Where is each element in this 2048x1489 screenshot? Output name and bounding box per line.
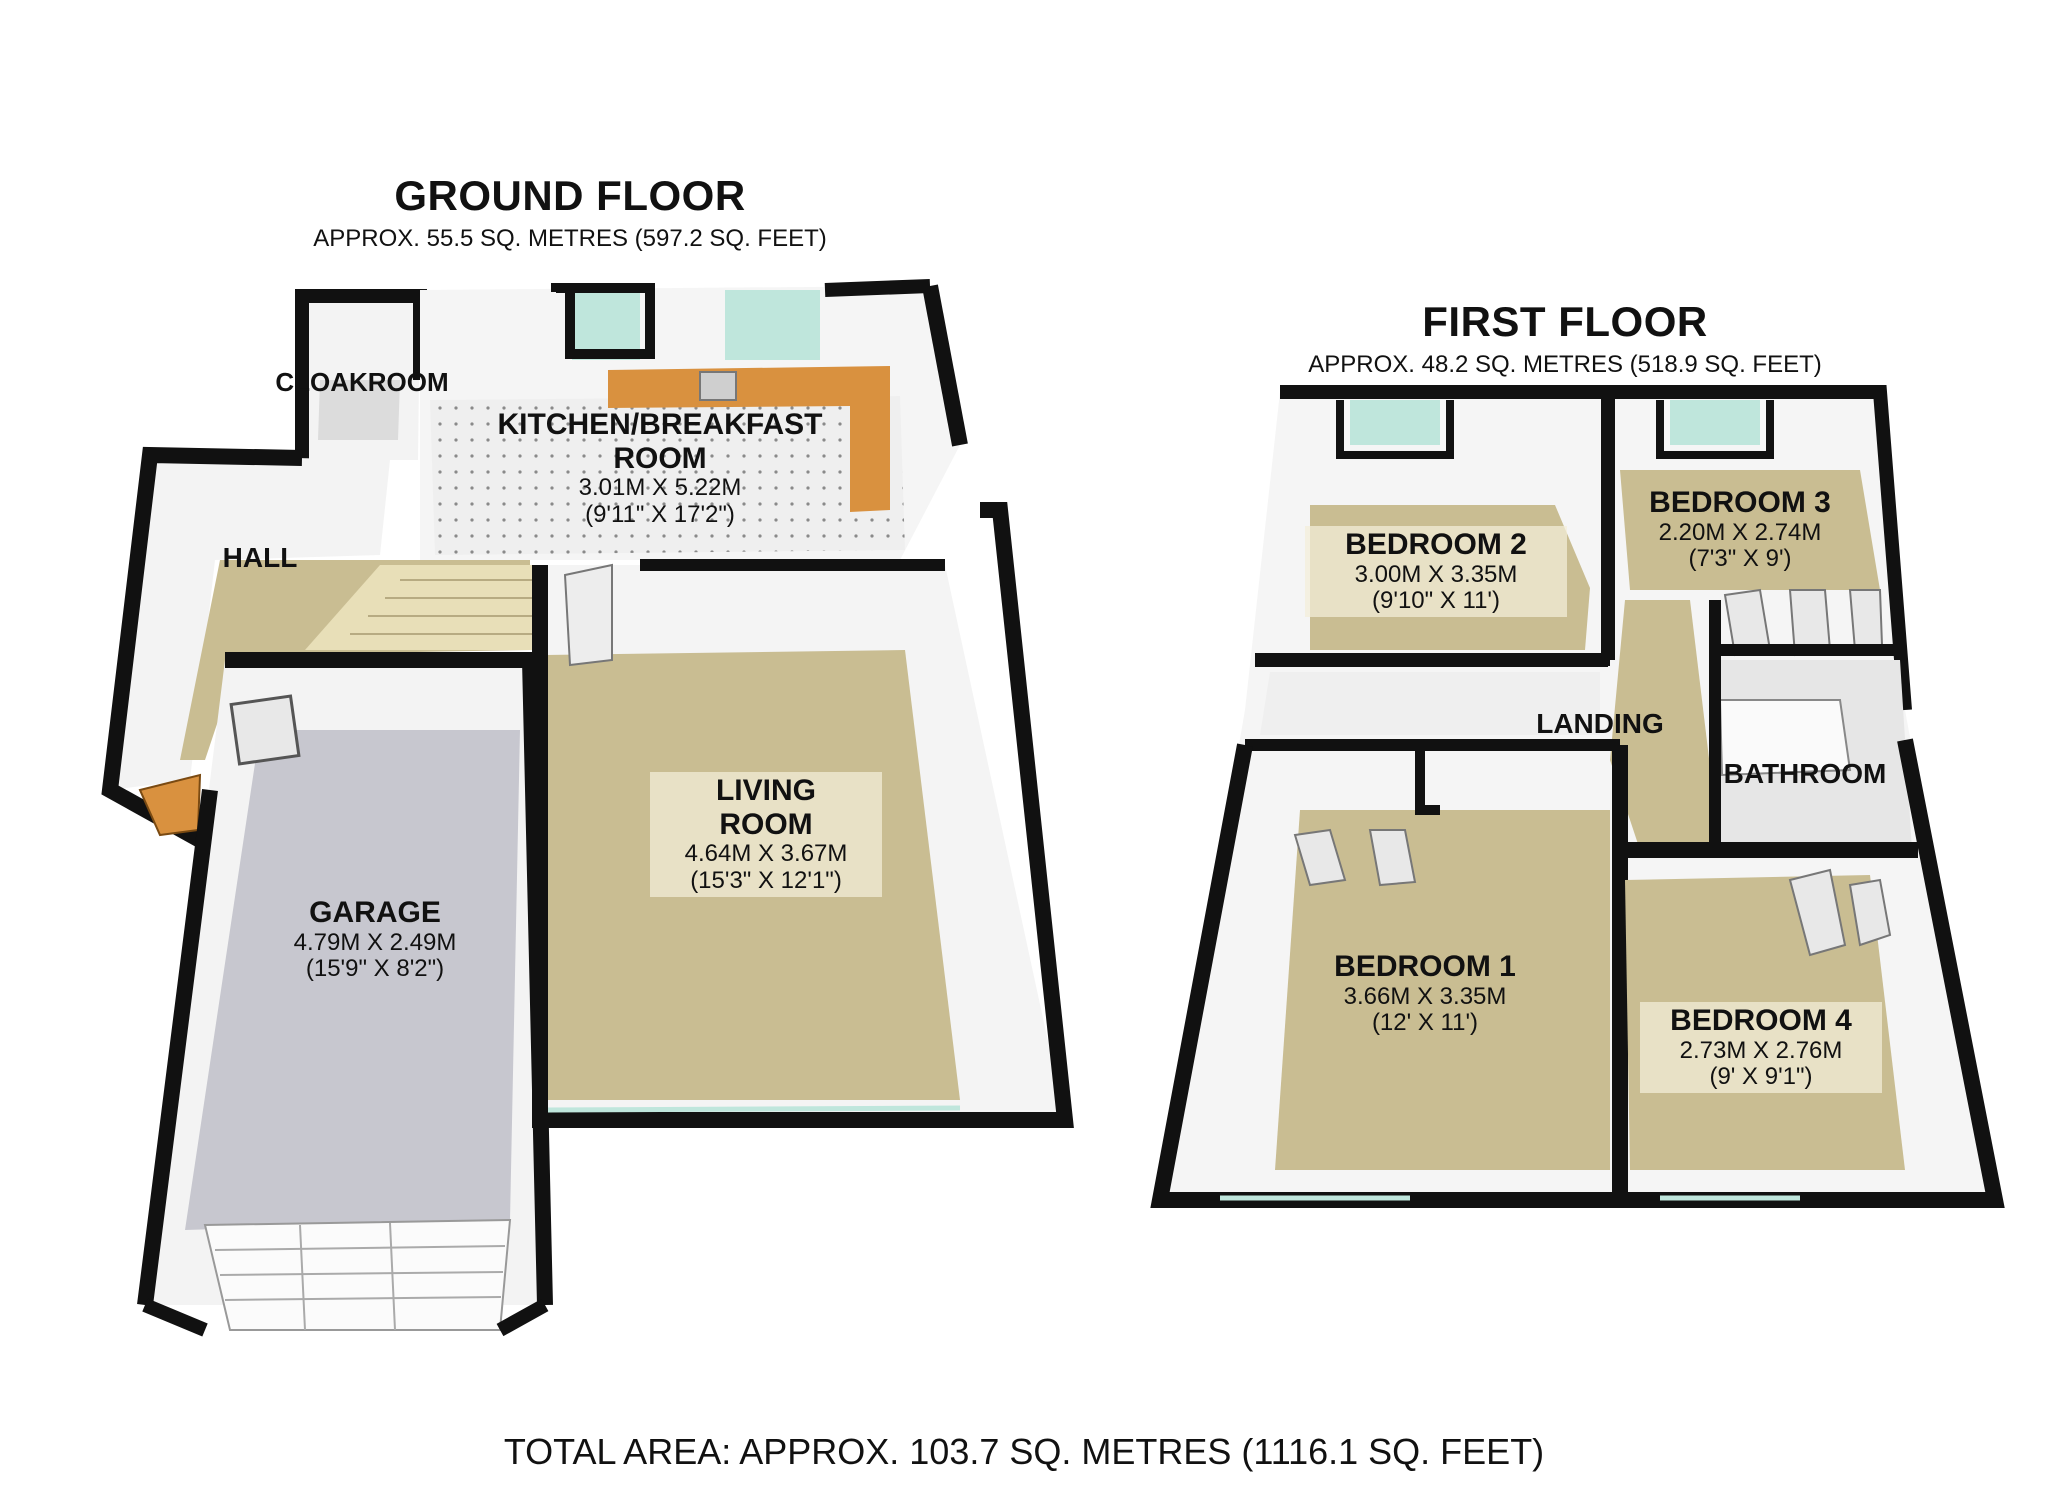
kitchen-floor <box>430 396 905 555</box>
bedroom3-metric: 2.20M X 2.74M <box>1658 518 1822 546</box>
garage-area <box>137 652 553 1337</box>
hall-stair-treads <box>350 579 535 635</box>
first-floor-area: APPROX. 48.2 SQ. METRES (518.9 SQ. FEET) <box>1308 351 1822 378</box>
bedroom1-name: BEDROOM 1 <box>1334 950 1516 983</box>
bedroom3-wardrobe <box>1723 588 1884 657</box>
bedroom4-metric: 2.73M X 2.76M <box>1679 1036 1843 1064</box>
bedroom3-name: BEDROOM 3 <box>1649 486 1831 519</box>
bathroom-area <box>1709 600 1918 856</box>
cloakroom-label: CLOAKROOM <box>275 367 449 397</box>
kitchen-imperial: (9'11" X 17'2") <box>585 501 735 529</box>
bedroom3-wall <box>1656 400 1774 459</box>
kitchen-wall <box>922 284 968 447</box>
kitchen-window <box>725 290 820 360</box>
bedroom4-name: BEDROOM 4 <box>1670 1004 1852 1037</box>
bedroom1-wall <box>1415 748 1440 815</box>
bedroom2-wall <box>1336 400 1454 459</box>
garage-metric: 4.79M X 2.49M <box>293 928 457 956</box>
landing-area <box>1245 600 1720 850</box>
bedroom3-label: BEDROOM 3 2.20M X 2.74M (7'3" X 9') <box>1625 486 1855 573</box>
garage-imperial: (15'9" X 8'2") <box>305 955 445 983</box>
garage-window <box>229 694 301 766</box>
ground-floor-area: APPROX. 55.5 SQ. METRES (597.2 SQ. FEET) <box>313 225 827 252</box>
garage-label: GARAGE 4.79M X 2.49M (15'9" X 8'2") <box>255 896 495 983</box>
landing-cupboard <box>1260 672 1600 735</box>
garage-wall <box>142 1298 549 1337</box>
garage-door-panels <box>214 1222 506 1331</box>
bedroom1-area <box>1150 743 1628 1208</box>
first-floor-title: FIRST FLOOR <box>1422 298 1708 345</box>
landing-wall <box>1245 654 1620 751</box>
hall-area <box>101 446 535 847</box>
cloakroom-floor <box>318 380 400 440</box>
bedroom3-floor <box>1620 470 1880 590</box>
bathroom-label: BATHROOM <box>1723 758 1887 789</box>
bedroom1-floor <box>1275 810 1610 1170</box>
total-area: TOTAL AREA: APPROX. 103.7 SQ. METRES (11… <box>503 1431 1545 1472</box>
garage-name: GARAGE <box>309 896 441 929</box>
bedroom4-imperial: (9' X 9'1") <box>1709 1063 1813 1091</box>
bedroom3-imperial: (7'3" X 9') <box>1688 545 1792 573</box>
kitchen-wall <box>824 279 931 297</box>
living-room-metric: 4.64M X 3.67M <box>684 840 848 868</box>
kitchen-label: KITCHEN/BREAKFAST ROOM 3.01M X 5.22M (9'… <box>440 408 880 529</box>
bedroom3-window <box>1670 400 1760 445</box>
living-room-name-line2: ROOM <box>719 807 813 841</box>
bedroom4-label: BEDROOM 4 2.73M X 2.76M (9' X 9'1") <box>1640 1002 1882 1094</box>
hall-stairs <box>305 565 535 650</box>
bedroom2-label: BEDROOM 2 3.00M X 3.35M (9'10" X 11') <box>1305 526 1567 618</box>
bedroom1-wardrobe <box>1293 828 1417 887</box>
living-room-label: LIVING ROOM 4.64M X 3.67M (15'3" X 12'1"… <box>650 772 882 897</box>
living-room-window <box>547 1105 961 1113</box>
garage-floor <box>185 730 520 1230</box>
living-room-imperial: (15'3" X 12'1") <box>690 867 842 895</box>
bedroom2-name: BEDROOM 2 <box>1345 528 1527 561</box>
hall-wall-face <box>110 455 390 790</box>
bathroom-bath <box>1718 699 1852 777</box>
bedroom3-area <box>1608 385 1912 711</box>
bedroom4-wardrobe <box>1788 868 1892 957</box>
kitchen-name-line2: ROOM <box>613 441 707 475</box>
hall-label: HALL <box>222 542 298 573</box>
ground-floor-title: GROUND FLOOR <box>394 172 746 219</box>
bedroom2-metric: 3.00M X 3.35M <box>1354 560 1518 588</box>
bedroom2-imperial: (9'10" X 11') <box>1372 587 1500 615</box>
landing-label: LANDING <box>1536 708 1664 739</box>
kitchen-area <box>420 279 968 560</box>
living-room-door <box>563 563 613 667</box>
living-room-wall <box>532 502 1074 1128</box>
bedroom2-window <box>1350 400 1440 445</box>
kitchen-window <box>572 290 640 360</box>
bedroom1-label: BEDROOM 1 3.66M X 3.35M (12' X 11') <box>1305 950 1545 1037</box>
landing-floor <box>1610 600 1720 850</box>
kitchen-wall <box>551 283 655 359</box>
kitchen-name-line1: KITCHEN/BREAKFAST <box>497 408 823 441</box>
kitchen-metric: 3.01M X 5.22M <box>578 474 742 502</box>
living-room-name-line1: LIVING <box>715 774 816 807</box>
bedroom3-wall <box>1608 385 1912 711</box>
kitchen-sink <box>699 371 737 401</box>
bedroom1-imperial: (12' X 11') <box>1371 1009 1479 1037</box>
bedroom1-metric: 3.66M X 3.35M <box>1343 982 1507 1010</box>
kitchen-worktop <box>608 366 890 512</box>
